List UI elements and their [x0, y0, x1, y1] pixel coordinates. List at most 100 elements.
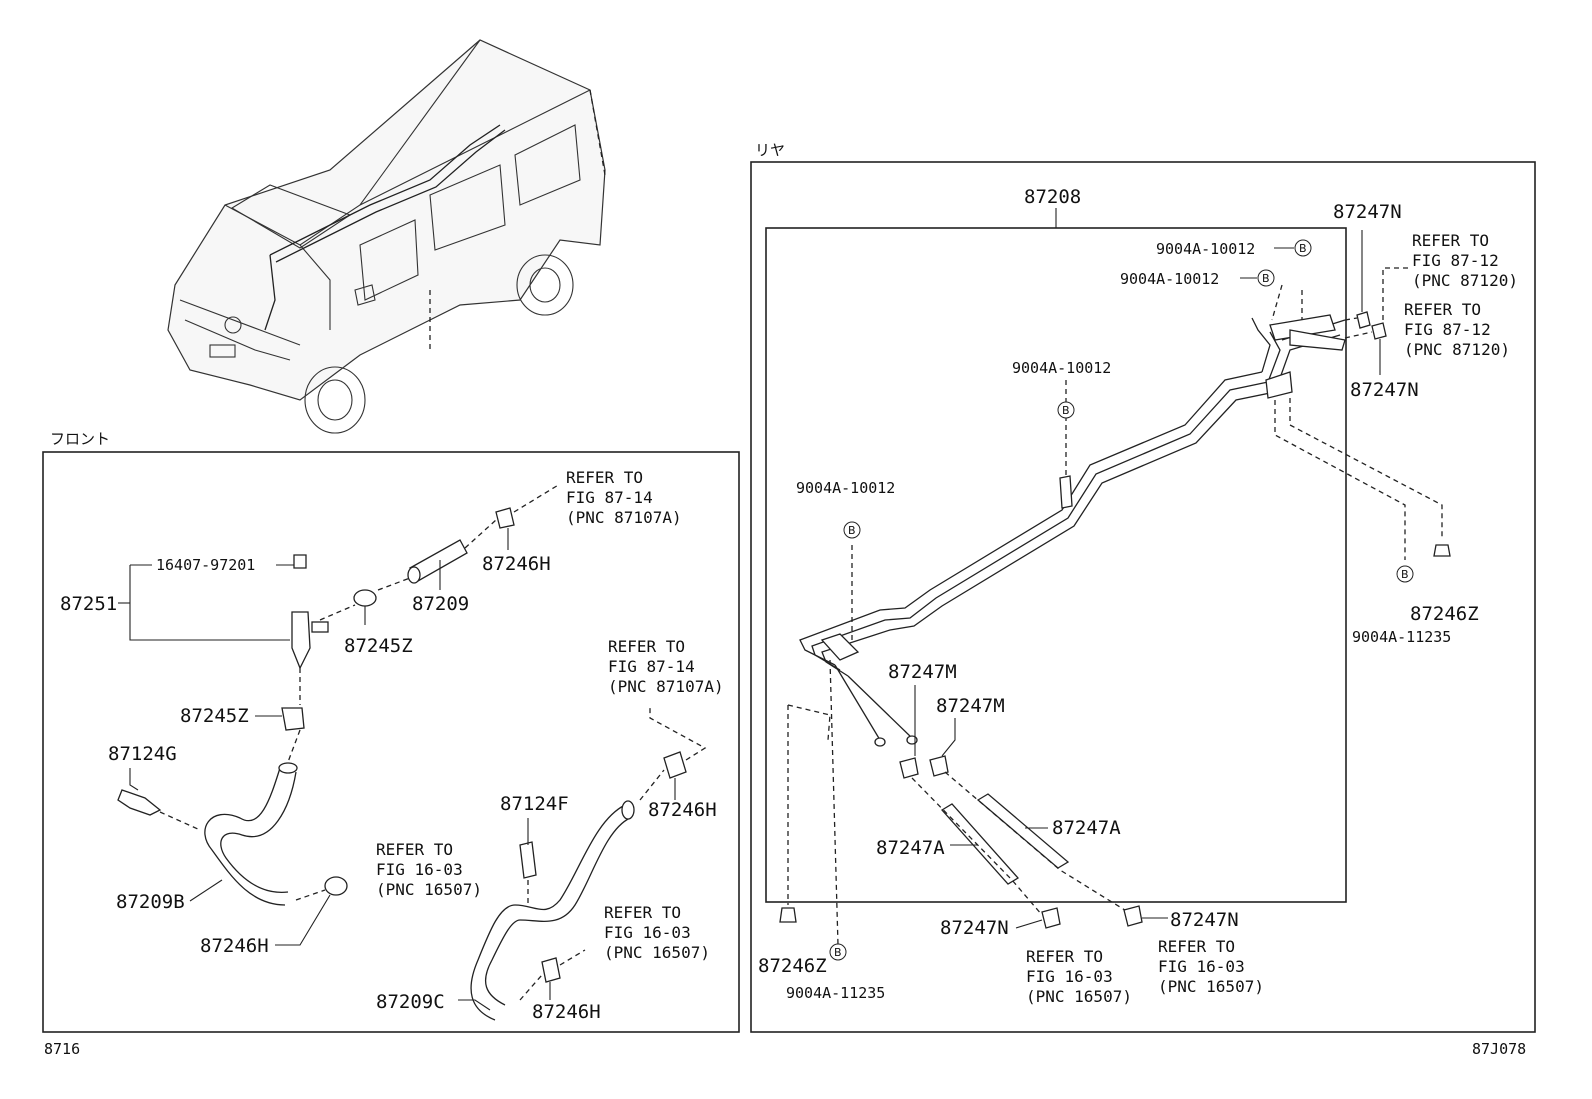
svg-text:FIG 16-03: FIG 16-03 [1158, 957, 1245, 976]
clamp-87245Z-lower[interactable] [281, 707, 305, 731]
label-9004A-11235-right: 9004A-11235 [1352, 628, 1451, 646]
clamp-87124G[interactable] [117, 789, 162, 816]
label-9004A-10012-a: 9004A-10012 [1156, 240, 1255, 258]
svg-text:B: B [1401, 568, 1409, 581]
rear-section-label: リヤ [755, 141, 785, 159]
label-87124F: 87124F [500, 793, 569, 815]
label-87245Z-upper: 87245Z [344, 635, 413, 657]
label-87246H-midleft: 87246H [200, 935, 269, 957]
svg-text:REFER TO: REFER TO [604, 903, 681, 922]
bracket-left [820, 633, 860, 661]
footer-left-code: 8716 [44, 1040, 80, 1058]
svg-text:B: B [834, 946, 842, 959]
label-9004A-10012-b: 9004A-10012 [1120, 270, 1219, 288]
rear-section-frame [750, 161, 1536, 1033]
label-87209B: 87209B [116, 891, 185, 913]
svg-text:(PNC 87120): (PNC 87120) [1404, 340, 1510, 359]
svg-text:(PNC 16507): (PNC 16507) [376, 880, 482, 899]
label-87209C: 87209C [376, 991, 445, 1013]
label-87247M-a: 87247M [888, 661, 957, 683]
clamp-87246H-midleft[interactable] [324, 876, 348, 896]
clamp-87246H-bottom[interactable] [541, 957, 561, 983]
fitting-upper[interactable] [1269, 314, 1336, 341]
svg-text:REFER TO: REFER TO [1412, 231, 1489, 250]
label-87209: 87209 [412, 593, 469, 615]
front-refer-4: REFER TO FIG 16-03 (PNC 16507) [604, 903, 710, 962]
rear-assembly-frame-87208 [765, 227, 1347, 903]
label-16407-97201: 16407-97201 [156, 556, 255, 574]
svg-text:B: B [1299, 242, 1307, 255]
footer-right-code: 87J078 [1472, 1040, 1526, 1058]
bracket-center [1059, 475, 1073, 509]
svg-text:REFER TO: REFER TO [1026, 947, 1103, 966]
label-87247A-right: 87247A [1052, 817, 1121, 839]
nut-87247M-b[interactable] [929, 755, 949, 777]
nut-87247N-upper-a[interactable] [1356, 311, 1371, 329]
front-components [117, 483, 707, 1021]
svg-text:B: B [1062, 404, 1070, 417]
label-9004A-10012-d: 9004A-10012 [796, 479, 895, 497]
nut-87247N-bottom-b[interactable] [1123, 905, 1143, 927]
svg-text:(PNC 16507): (PNC 16507) [1158, 977, 1264, 996]
bolt-marks: B B B B B B [829, 239, 1414, 961]
nut-87247N-bottom-a[interactable] [1041, 907, 1061, 929]
label-87247N-bottom-a: 87247N [940, 917, 1009, 939]
valve-16407[interactable] [293, 554, 307, 569]
nut-87247M-a[interactable] [899, 757, 919, 779]
tube-87247A-left[interactable] [940, 803, 1020, 885]
tube-87247A-right[interactable] [976, 793, 1070, 869]
label-87247A-left: 87247A [876, 837, 945, 859]
svg-text:FIG 87-14: FIG 87-14 [608, 657, 695, 676]
rear-refer-3: REFER TO FIG 16-03 (PNC 16507) [1026, 947, 1132, 1006]
label-87208: 87208 [1024, 186, 1081, 208]
front-section-label: フロント [50, 430, 110, 448]
svg-text:REFER TO: REFER TO [376, 840, 453, 859]
front-refer-2: REFER TO FIG 87-14 (PNC 87107A) [608, 637, 724, 696]
clip-87124F[interactable] [519, 841, 537, 879]
front-refer-3: REFER TO FIG 16-03 (PNC 16507) [376, 840, 482, 899]
svg-text:(PNC 16507): (PNC 16507) [604, 943, 710, 962]
label-87247M-b: 87247M [936, 695, 1005, 717]
hose-87209C[interactable] [470, 804, 626, 1021]
svg-text:REFER TO: REFER TO [1404, 300, 1481, 319]
svg-text:FIG 16-03: FIG 16-03 [604, 923, 691, 942]
label-9004A-11235-left: 9004A-11235 [786, 984, 885, 1002]
label-87246H-bottom: 87246H [532, 1001, 601, 1023]
svg-text:FIG 87-12: FIG 87-12 [1412, 251, 1499, 270]
clip-87246Z-right[interactable] [1433, 544, 1451, 557]
clamp-87246H-midright[interactable] [663, 751, 687, 779]
rear-refer-1: REFER TO FIG 87-12 (PNC 87120) [1412, 231, 1518, 290]
svg-text:(PNC 87107A): (PNC 87107A) [608, 677, 724, 696]
rear-refer-4: REFER TO FIG 16-03 (PNC 16507) [1158, 937, 1264, 996]
front-section-frame [42, 451, 740, 1033]
svg-text:FIG 16-03: FIG 16-03 [376, 860, 463, 879]
label-87246H-upper: 87246H [482, 553, 551, 575]
svg-text:FIG 16-03: FIG 16-03 [1026, 967, 1113, 986]
svg-text:REFER TO: REFER TO [566, 468, 643, 487]
label-87246H-midright: 87246H [648, 799, 717, 821]
nut-87247N-upper-b[interactable] [1371, 322, 1387, 340]
van-illustration [167, 39, 606, 434]
front-refer-1: REFER TO FIG 87-14 (PNC 87107A) [566, 468, 682, 527]
svg-text:FIG 87-14: FIG 87-14 [566, 488, 653, 507]
label-87247N-upper-a: 87247N [1333, 201, 1402, 223]
label-9004A-10012-c: 9004A-10012 [1012, 359, 1111, 377]
hose-87209B[interactable] [204, 767, 286, 906]
svg-text:(PNC 87107A): (PNC 87107A) [566, 508, 682, 527]
clamp-87246H-upper[interactable] [495, 507, 515, 529]
svg-text:REFER TO: REFER TO [1158, 937, 1235, 956]
label-87245Z-lower: 87245Z [180, 705, 249, 727]
clamp-87245Z-upper[interactable] [353, 589, 377, 607]
svg-text:REFER TO: REFER TO [608, 637, 685, 656]
bracket-upper-right [1265, 371, 1293, 399]
svg-text:(PNC 87120): (PNC 87120) [1412, 271, 1518, 290]
label-87246Z-left: 87246Z [758, 955, 827, 977]
joint-87251[interactable] [291, 611, 311, 670]
svg-text:B: B [1262, 272, 1270, 285]
label-87251: 87251 [60, 593, 117, 615]
label-87124G: 87124G [108, 743, 177, 765]
svg-text:FIG 87-12: FIG 87-12 [1404, 320, 1491, 339]
clip-87246Z-left[interactable] [779, 907, 797, 923]
label-87247N-bottom-b: 87247N [1170, 909, 1239, 931]
